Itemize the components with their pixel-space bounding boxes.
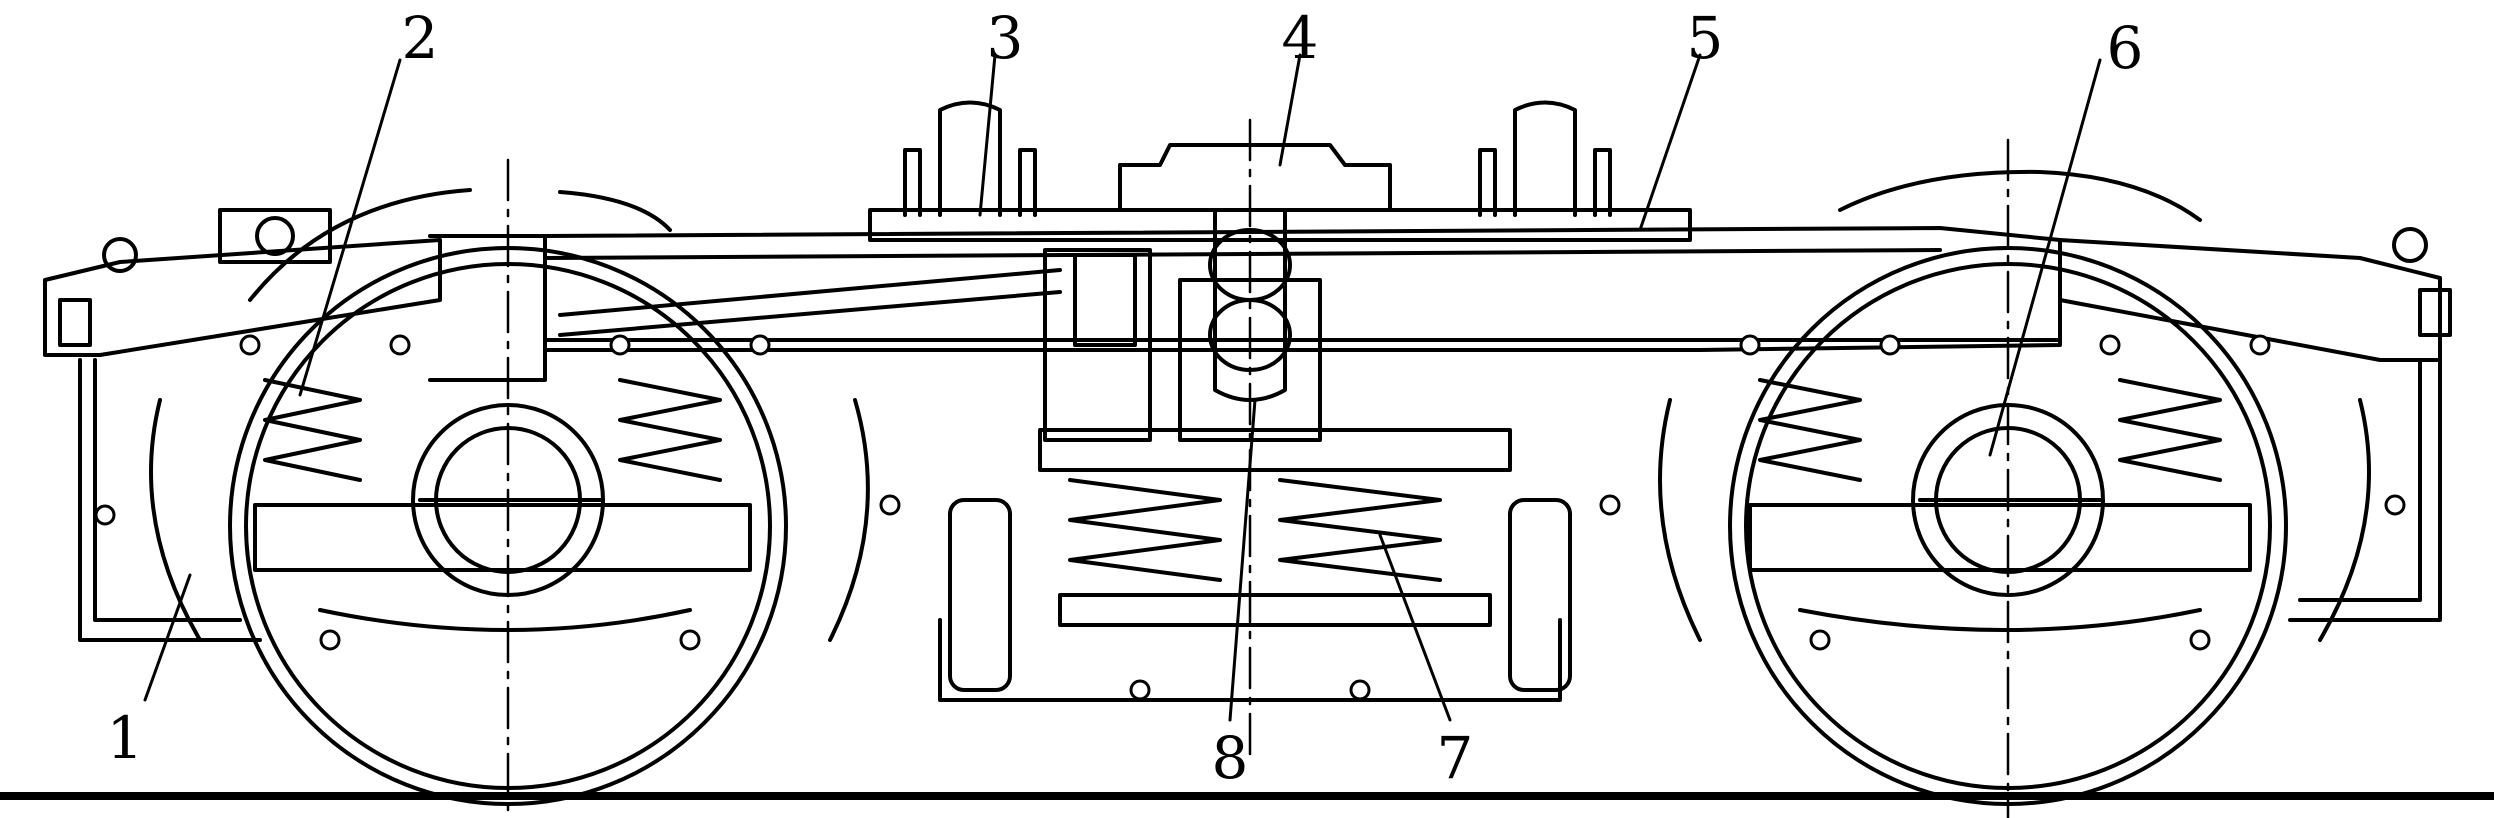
callout-6: 6: [2107, 14, 2144, 82]
callout-4: 4: [1282, 4, 1319, 72]
callout-7: 7: [1437, 724, 1474, 792]
top-fittings: [903, 100, 1612, 217]
brake-shoes: [149, 398, 2371, 642]
callout-2: 2: [402, 4, 439, 72]
central-spring-group: [938, 428, 1572, 702]
centre-pivot: [1043, 208, 1322, 442]
leader-lines: [143, 53, 2102, 722]
callout-5: 5: [1687, 4, 1724, 72]
left-axlebox-assembly: [253, 378, 752, 632]
side-frame-left: [43, 208, 547, 642]
callout-8: 8: [1212, 724, 1249, 792]
right-axlebox-assembly: [1748, 378, 2252, 632]
callout-3: 3: [987, 4, 1024, 72]
bolster-beam: [543, 208, 2062, 352]
callout-1: 1: [107, 704, 144, 772]
callout-labels: 1 2 3 4 5 6 7 8: [107, 4, 2144, 792]
